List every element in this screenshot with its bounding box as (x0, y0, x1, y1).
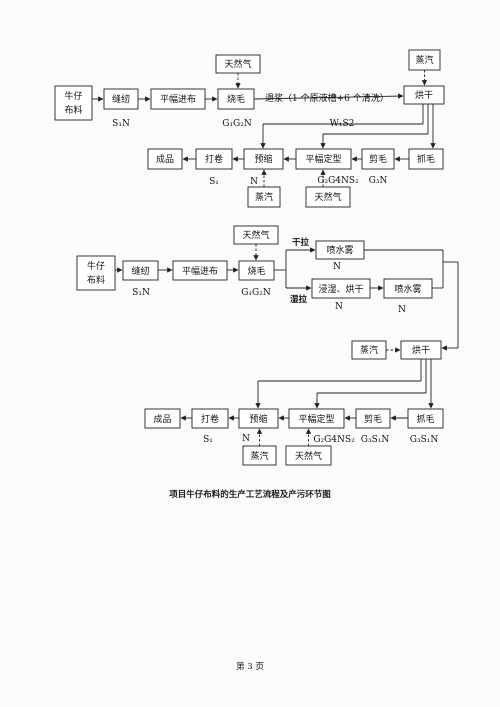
shear-pollutant-2: G₃S₁N (361, 435, 390, 445)
desize-pollutant: W₁S2 (330, 119, 355, 129)
box-roll: 打卷 (195, 148, 233, 170)
box-brush: 抓毛 (408, 148, 444, 170)
svg-text:蒸汽: 蒸汽 (415, 54, 433, 66)
box-sew-2: 缝纫 (122, 260, 159, 281)
box-feed-2: 平幅进布 (172, 260, 228, 281)
box-spray-1: 喷水雾 (315, 240, 365, 260)
svg-text:打卷: 打卷 (201, 413, 219, 425)
svg-text:平幅进布: 平幅进布 (160, 93, 196, 105)
svg-text:蒸汽: 蒸汽 (250, 450, 268, 462)
svg-text:成品: 成品 (153, 413, 171, 425)
svg-text:抓毛: 抓毛 (416, 413, 434, 425)
box-steam-top: 蒸汽 (408, 49, 441, 71)
svg-text:预缩: 预缩 (249, 413, 267, 425)
box-steam-bottom: 蒸汽 (247, 186, 281, 208)
sew-pollutant: S₁N (112, 119, 130, 129)
box-steam-bottom-2: 蒸汽 (242, 445, 277, 466)
box-dry: 烘干 (403, 85, 445, 105)
preshrink-pollutant: N (250, 177, 258, 187)
box-raw-fabric-2: 牛仔 布料 (76, 255, 116, 291)
box-singe: 烧毛 (217, 88, 255, 110)
flow-diagram-1: 牛仔 布料 缝纫 平幅进布 烧毛 天然气 蒸汽 烘干 抓毛 (54, 49, 445, 208)
box-raw-fabric: 牛仔 布料 (54, 85, 93, 121)
soak-pollutant: N (335, 302, 343, 312)
box-product-2: 成品 (144, 408, 181, 429)
svg-text:布料: 布料 (87, 274, 105, 286)
box-spray-2: 喷水雾 (383, 278, 433, 299)
page-number: 第 3 页 (236, 662, 264, 672)
svg-text:平幅定型: 平幅定型 (298, 413, 334, 425)
box-gas-bottom: 天然气 (305, 186, 351, 208)
box-setting: 平幅定型 (295, 148, 352, 170)
connectors-1 (92, 70, 436, 187)
box-product: 成品 (147, 148, 183, 170)
svg-text:烘干: 烘干 (412, 344, 430, 356)
box-roll-2: 打卷 (191, 408, 229, 429)
brush-pollutant-2: G₃S₁N (410, 435, 439, 445)
svg-text:天然气: 天然气 (295, 450, 322, 462)
connectors-2 (115, 244, 459, 446)
shear-pollutant: G₃N (369, 176, 388, 186)
sew-pollutant-2: S₁N (132, 288, 150, 298)
box-shear-2: 剪毛 (355, 408, 391, 429)
dry-pull-label: 干拉 (292, 237, 310, 248)
svg-text:打卷: 打卷 (205, 153, 223, 165)
box-setting-2: 平幅定型 (288, 408, 345, 429)
svg-text:平幅进布: 平幅进布 (182, 265, 218, 277)
singe-pollutant-2: G₁G₂N (241, 288, 271, 298)
box-brush-2: 抓毛 (407, 408, 444, 429)
svg-text:抓毛: 抓毛 (417, 153, 435, 165)
svg-text:烧毛: 烧毛 (227, 93, 245, 105)
svg-text:成品: 成品 (156, 153, 174, 165)
svg-text:天然气: 天然气 (224, 58, 251, 70)
svg-text:蒸汽: 蒸汽 (255, 191, 273, 203)
figure-caption: 项目牛仔布料的生产工艺流程及产污环节图 (169, 490, 331, 500)
svg-text:缝纫: 缝纫 (112, 93, 130, 105)
svg-text:牛仔: 牛仔 (87, 260, 105, 272)
svg-text:预缩: 预缩 (254, 153, 272, 165)
roll-pollutant: S₁ (209, 177, 219, 187)
box-steam-mid: 蒸汽 (351, 340, 387, 360)
svg-text:蒸汽: 蒸汽 (360, 344, 378, 356)
box-shear: 剪毛 (361, 148, 395, 170)
svg-text:喷水雾: 喷水雾 (394, 283, 421, 295)
box-gas-top-2: 天然气 (233, 225, 279, 245)
desize-label: 退浆（1 个原液槽+6 个清洗） (265, 92, 389, 104)
box-dry-2: 烘干 (400, 340, 442, 360)
spray2-pollutant: N (398, 305, 406, 315)
setting-pollutant-2: G₂G4NS₂ (313, 435, 355, 445)
svg-text:天然气: 天然气 (242, 229, 269, 241)
spray1-pollutant: N (333, 262, 341, 272)
box-preshrink-2: 预缩 (238, 408, 279, 429)
setting-pollutant: G₂G4NS₂ (317, 176, 359, 186)
box-gas-top: 天然气 (215, 54, 261, 74)
svg-text:缝纫: 缝纫 (131, 265, 149, 277)
box-singe-2: 烧毛 (238, 260, 275, 281)
flow-diagram-2: 牛仔 布料 缝纫 平幅进布 烧毛 天然气 喷水雾 浸湿、烘干 喷水 (76, 225, 459, 466)
svg-text:烘干: 烘干 (415, 89, 433, 101)
box-gas-bottom-2: 天然气 (285, 445, 332, 466)
box-sew: 缝纫 (103, 88, 139, 110)
preshrink-pollutant-2: N (242, 434, 250, 444)
box-preshrink: 预缩 (243, 148, 284, 170)
svg-text:剪毛: 剪毛 (364, 413, 382, 425)
svg-text:浸湿、烘干: 浸湿、烘干 (318, 283, 363, 295)
svg-text:喷水雾: 喷水雾 (326, 244, 353, 256)
box-feed: 平幅进布 (150, 88, 206, 110)
singe-pollutant: G₁G₂N (222, 119, 252, 129)
box-soak-dry: 浸湿、烘干 (311, 278, 371, 299)
svg-text:剪毛: 剪毛 (369, 153, 387, 165)
svg-text:烧毛: 烧毛 (247, 265, 265, 277)
roll-pollutant-2: S₁ (203, 435, 213, 445)
wet-pull-label: 湿拉 (290, 294, 308, 305)
svg-text:布料: 布料 (64, 104, 82, 116)
svg-text:天然气: 天然气 (314, 191, 341, 203)
svg-text:平幅定型: 平幅定型 (305, 153, 341, 165)
svg-text:牛仔: 牛仔 (64, 90, 82, 102)
